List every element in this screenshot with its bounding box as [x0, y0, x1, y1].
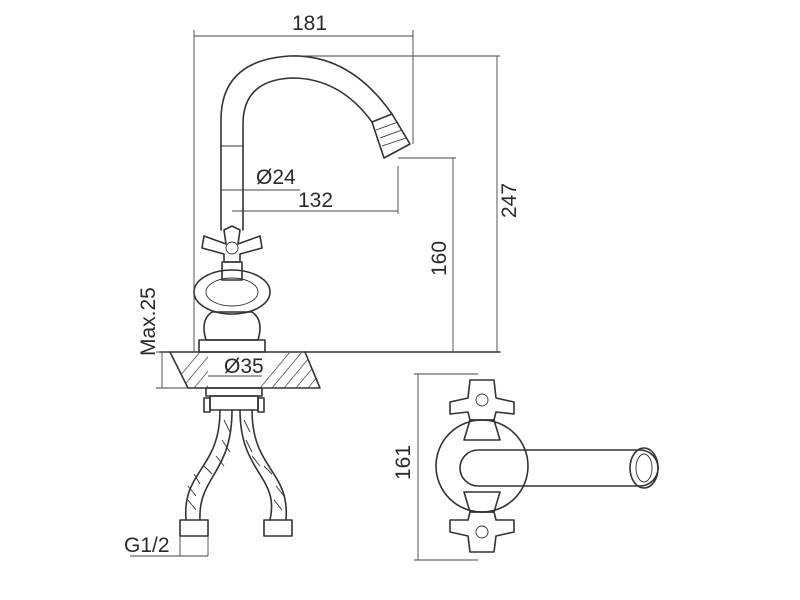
dim-max-25: Max.25	[137, 287, 188, 389]
dim-181: 181	[193, 12, 414, 352]
dim-160: 160	[398, 157, 456, 352]
dim-132: 132	[232, 166, 399, 214]
dim-160-label: 160	[428, 241, 451, 276]
dim-132-label: 132	[298, 189, 333, 212]
dim-181-label: 181	[292, 12, 327, 35]
dim-247: 247	[300, 55, 521, 352]
dim-g-1-2: G1/2	[124, 534, 209, 557]
dim-161: 161	[392, 373, 478, 561]
dim-max-25-label: Max.25	[137, 287, 160, 356]
spout	[220, 55, 411, 231]
dim-dia-35: Ø35	[208, 355, 264, 378]
dim-dia-35-label: Ø35	[224, 355, 264, 378]
top-view: 161	[392, 373, 659, 561]
dim-g-1-2-label: G1/2	[124, 534, 170, 557]
flexible-hoses	[179, 409, 293, 537]
dim-247-label: 247	[498, 183, 521, 218]
dim-dia-24: Ø24	[221, 166, 300, 191]
dim-dia-24-label: Ø24	[256, 166, 296, 189]
mounting-hardware	[203, 387, 265, 413]
faucet-body	[193, 225, 271, 353]
front-view: 181 247 160 Ø24 132	[124, 12, 521, 557]
dim-161-label: 161	[392, 445, 415, 480]
